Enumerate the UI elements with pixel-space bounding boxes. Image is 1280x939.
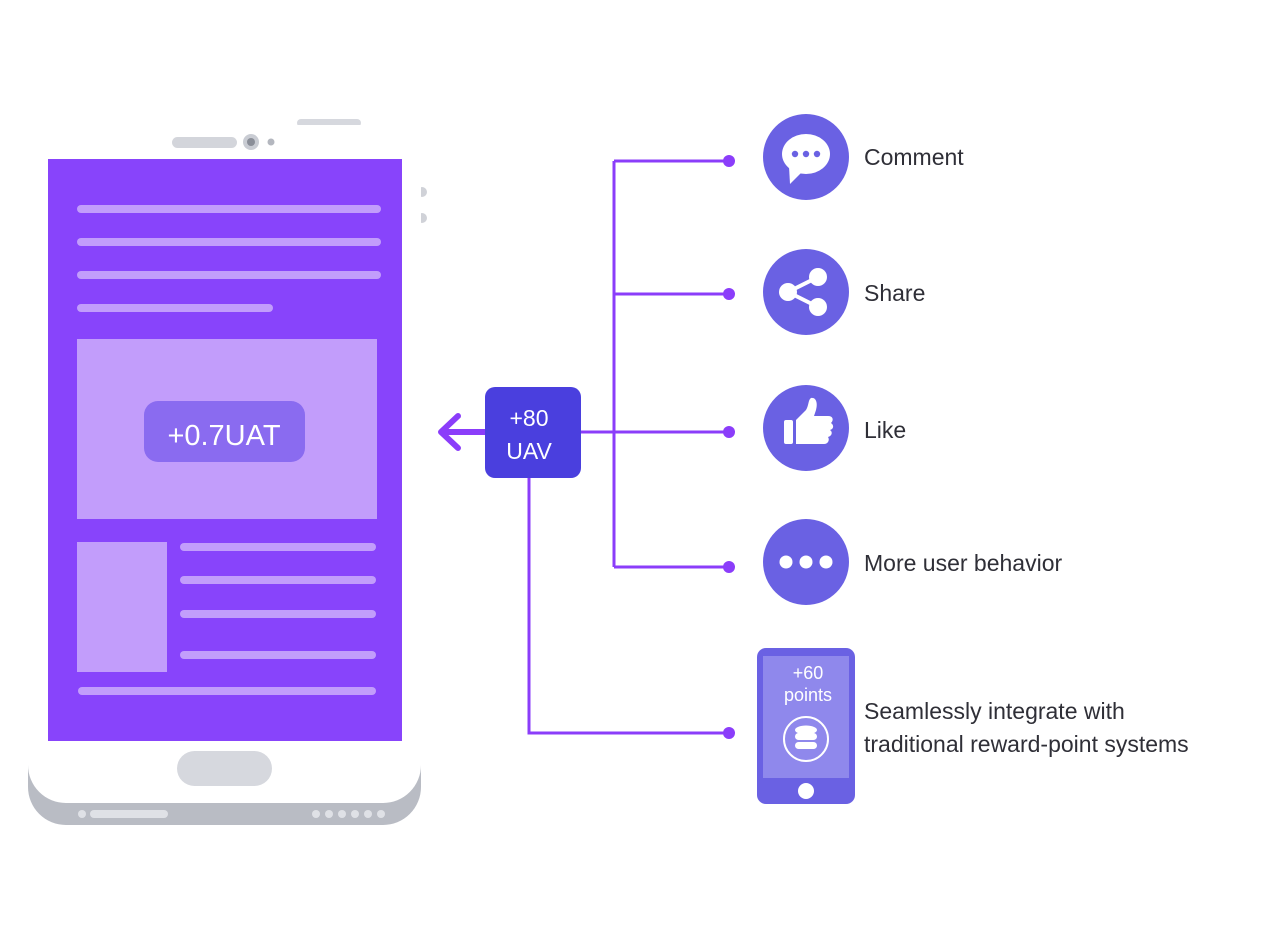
uav-amount: +80 xyxy=(509,405,548,431)
text-line xyxy=(77,205,381,213)
text-line xyxy=(180,610,376,618)
behavior-more: More user behavior xyxy=(763,519,1062,605)
behavior-share: Share xyxy=(763,249,925,335)
text-line xyxy=(78,687,376,695)
phone-mockup: +0.7UAT xyxy=(28,119,427,825)
points-unit: points xyxy=(784,685,832,705)
connector-lines xyxy=(527,159,728,735)
thumbnail-block xyxy=(77,542,167,672)
text-line xyxy=(180,576,376,584)
reward-badge xyxy=(144,401,305,462)
behavior-label: More user behavior xyxy=(864,550,1062,576)
points-label-line1: Seamlessly integrate with xyxy=(864,698,1125,724)
comment-icon xyxy=(763,114,849,200)
connector-dots xyxy=(723,155,735,739)
phone-bottom-bar xyxy=(90,810,168,818)
more-icon xyxy=(763,519,849,605)
behavior-like: Like xyxy=(763,385,906,471)
share-icon xyxy=(763,249,849,335)
coin-stack-icon xyxy=(783,716,829,762)
behavior-label: Like xyxy=(864,417,906,443)
phone-home-button xyxy=(177,751,272,786)
points-amount: +60 xyxy=(793,663,824,683)
phone-sensor xyxy=(267,138,275,146)
text-line xyxy=(180,543,376,551)
points-integration: +60 points Seamlessly integrate with tra… xyxy=(757,648,1189,804)
behavior-comment: Comment xyxy=(763,114,964,200)
phone-speaker xyxy=(172,137,237,148)
text-line xyxy=(77,238,381,246)
behavior-label: Comment xyxy=(864,144,964,170)
points-label-line2: traditional reward-point systems xyxy=(864,731,1189,757)
text-line xyxy=(180,651,376,659)
like-icon xyxy=(763,385,849,471)
text-line xyxy=(77,271,381,279)
behavior-label: Share xyxy=(864,280,925,306)
arrow-left-icon xyxy=(438,413,490,451)
text-line xyxy=(77,304,273,312)
uav-unit: UAV xyxy=(506,438,552,464)
uav-box: +80 UAV xyxy=(485,387,581,478)
points-phone-icon: +60 points xyxy=(757,648,855,804)
reward-badge-text: +0.7UAT xyxy=(167,420,280,452)
